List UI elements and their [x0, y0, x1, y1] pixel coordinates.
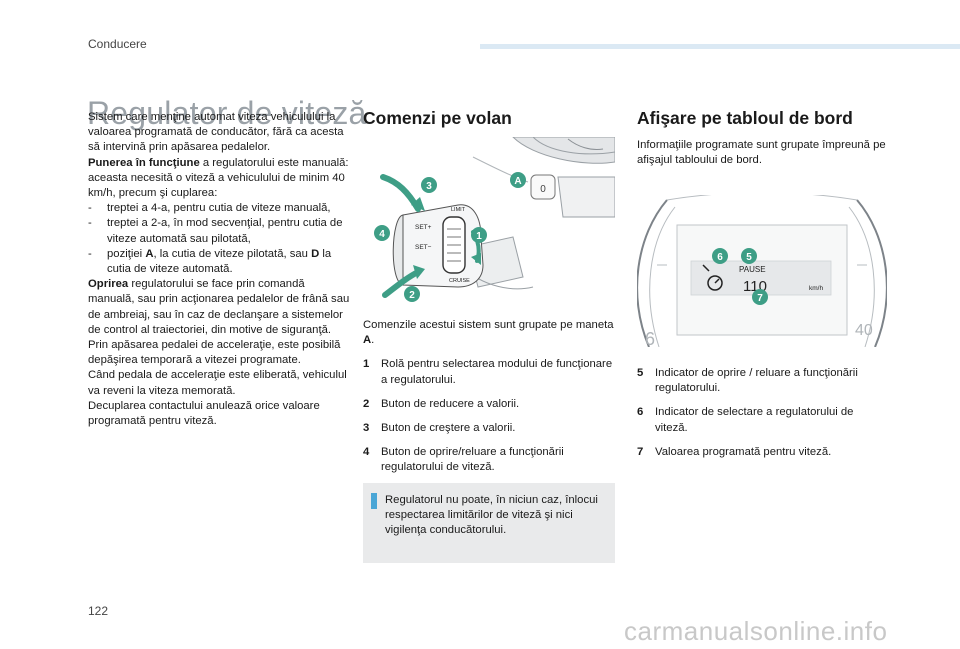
callout-7: 7	[752, 289, 768, 305]
ignition-paragraph: Decuplarea contactului anulează orice va…	[88, 399, 320, 428]
callout-2: 2	[404, 286, 420, 302]
header-bar	[480, 44, 960, 49]
cruise-label: CRUISE	[449, 278, 470, 284]
list-item-text: treptei a 4-a, pentru cutia de viteze ma…	[107, 202, 331, 215]
callout-1: 1	[471, 227, 487, 243]
svg-text:A: A	[514, 176, 521, 187]
warning-note-text: Regulatorul nu poate, în niciun caz, înl…	[385, 494, 598, 537]
callout-4: 4	[374, 225, 390, 241]
gauge-left-number: 6	[645, 329, 655, 347]
callout-6: 6	[712, 248, 728, 264]
activation-label: Punerea în funcţiune	[88, 156, 200, 169]
intro-column: Sistem care menţine automat viteza vehic…	[88, 110, 350, 429]
warning-note: Regulatorul nu poate, în niciun caz, înl…	[363, 483, 615, 563]
speed-unit: km/h	[809, 285, 823, 292]
svg-text:6: 6	[717, 252, 723, 263]
callout-5: 5	[741, 248, 757, 264]
stop-label: Oprirea	[88, 278, 129, 291]
page-number: 122	[88, 604, 109, 618]
stop-text: regulatorului se face prin comandă manua…	[88, 278, 350, 336]
svg-text:7: 7	[757, 293, 763, 304]
zero-label: 0	[540, 184, 546, 195]
cruise-control-icon	[702, 264, 723, 291]
limit-label: LIMIT	[451, 207, 466, 213]
activation-text: a regulatorului este manuală: aceasta ne…	[88, 156, 349, 200]
svg-text:5: 5	[746, 252, 752, 263]
stop-paragraph: Oprirea regulatorului se face prin coman…	[88, 277, 350, 338]
callout-3: 3	[421, 177, 437, 193]
steering-controls-heading: Comenzi pe volan	[363, 108, 512, 128]
activation-paragraph: Punerea în funcţiune a regulatorului est…	[88, 156, 350, 202]
gauge-right-number: 40	[855, 322, 873, 339]
section-label: Conducere	[88, 37, 147, 51]
list-item: -treptei a 2-a, în mod secvenţial, pentr…	[88, 216, 350, 246]
steering-controls-list: Comenzile acestui sistem sunt grupate pe…	[363, 318, 615, 485]
set-minus-label: SET−	[415, 244, 432, 251]
callout-A: A	[510, 172, 526, 188]
intro-paragraph: Sistem care menţine automat viteza vehic…	[88, 111, 344, 154]
dashboard-display-heading: Afişare pe tabloul de bord	[637, 108, 853, 128]
svg-text:3: 3	[426, 181, 432, 192]
list-item: -treptei a 4-a, pentru cutia de viteze m…	[88, 201, 350, 216]
svg-text:2: 2	[409, 290, 415, 301]
dashboard-display-illustration: 6 40 PAUSE 110 km/h 6 5 7	[637, 195, 887, 347]
list-item-text: poziţiei A, la cutia de viteze pilotată,…	[107, 247, 332, 276]
info-icon	[371, 493, 377, 509]
pause-label: PAUSE	[739, 265, 766, 274]
svg-text:1: 1	[476, 231, 482, 242]
dashboard-intro: Informaţiile programate sunt grupate împ…	[637, 139, 886, 167]
watermark: carmanualsonline.info	[624, 616, 888, 646]
list-item: -poziţiei A, la cutia de viteze pilotată…	[88, 247, 350, 277]
resume-paragraph: Când pedala de acceleraţie este eliberat…	[88, 369, 347, 397]
svg-text:4: 4	[379, 229, 385, 240]
controls-intro: Comenzile acestui sistem sunt grupate pe…	[363, 319, 614, 347]
set-plus-label: SET+	[415, 224, 432, 231]
page-title: Regulator de viteză	[87, 95, 367, 132]
override-paragraph: Prin apăsarea pedalei de acceleraţie, es…	[88, 339, 341, 367]
list-item-text: treptei a 2-a, în mod secvenţial, pentru…	[107, 217, 343, 245]
steering-stalk-illustration: 0 SET+ SET− LIMIT CRUISE 3 A 4 1 2	[363, 137, 615, 312]
